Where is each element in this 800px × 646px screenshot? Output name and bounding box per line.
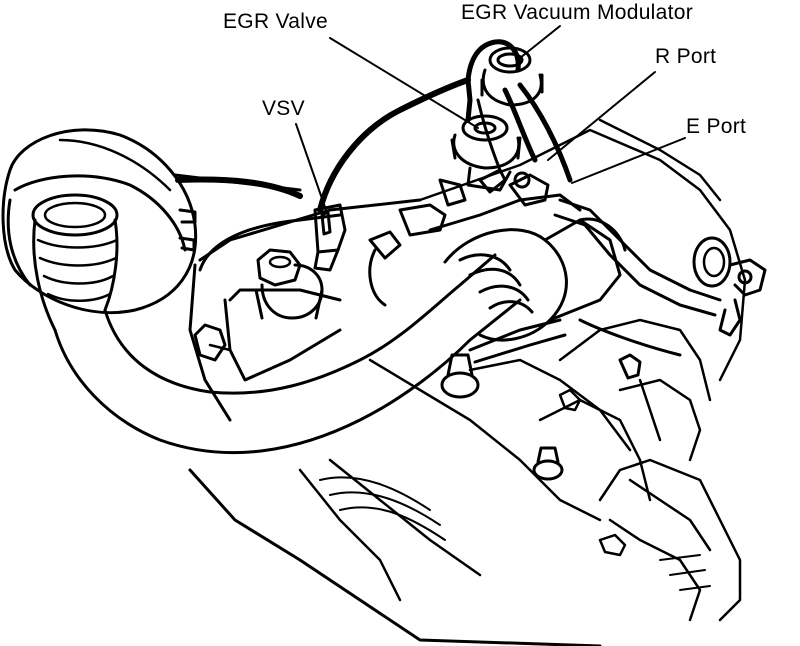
vsv-solenoid: [313, 203, 347, 272]
egr-vacuum-modulator: [480, 46, 544, 107]
label-vsv: VSV: [262, 97, 305, 120]
label-r-port: R Port: [655, 45, 717, 68]
intake-duct: [53, 217, 627, 455]
label-egr-vacuum-modulator: EGR Vacuum Modulator: [461, 1, 694, 24]
vacuum-hoses: [317, 39, 573, 213]
valve-cover: [198, 213, 342, 382]
egr-valve: [450, 114, 522, 192]
leader-lines: [295, 25, 686, 211]
label-e-port: E Port: [686, 115, 747, 138]
engine-block: [188, 118, 767, 646]
air-cleaner: [1, 128, 303, 332]
label-egr-valve: EGR Valve: [223, 10, 329, 33]
